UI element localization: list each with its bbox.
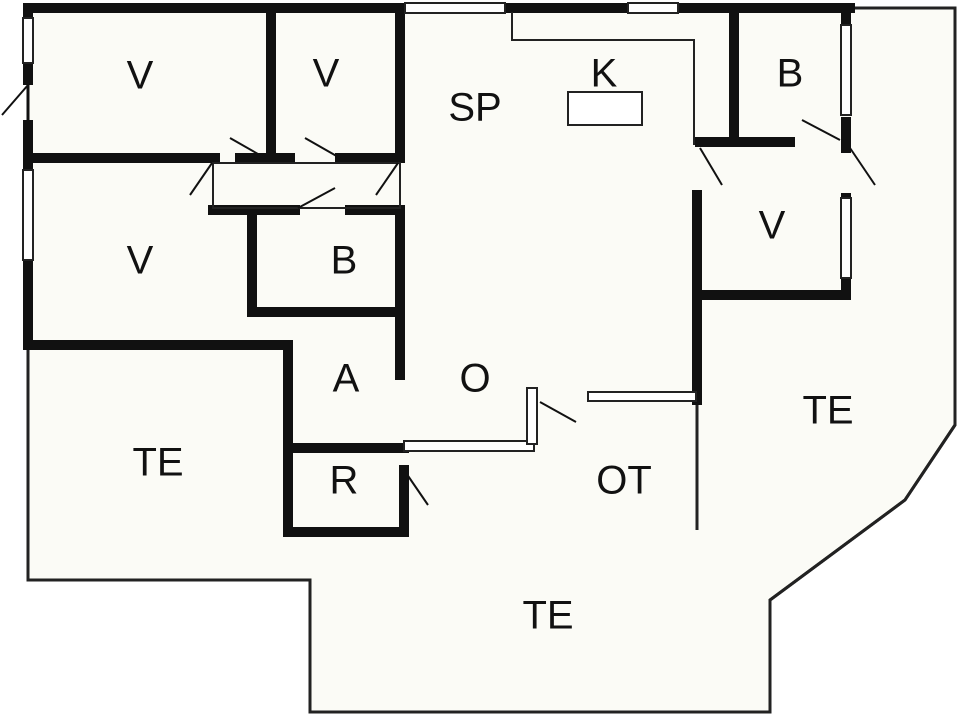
glass-partition bbox=[587, 391, 697, 402]
window bbox=[22, 17, 34, 64]
terrace-left-label: TE bbox=[132, 441, 183, 485]
window bbox=[22, 169, 34, 261]
kitchen-counter bbox=[567, 91, 643, 126]
bath-top-right-label: B bbox=[777, 52, 804, 96]
window bbox=[840, 197, 852, 279]
window bbox=[627, 2, 679, 14]
window bbox=[840, 24, 852, 116]
glass-partition bbox=[403, 440, 535, 452]
terrace-right-label: TE bbox=[802, 389, 853, 433]
hall-label: A bbox=[333, 357, 360, 401]
kitchen-label: K bbox=[591, 52, 618, 96]
bedroom-top-left-label: V bbox=[127, 54, 154, 98]
open-terrace-label: OT bbox=[596, 459, 652, 503]
bedroom-left-label: V bbox=[127, 239, 154, 283]
terrace-bottom-label: TE bbox=[522, 594, 573, 638]
living-label: O bbox=[459, 357, 490, 401]
laundry-label: R bbox=[330, 459, 359, 503]
glass-partition bbox=[526, 387, 538, 445]
terrace-outlines bbox=[26, 6, 957, 714]
bedroom-top-mid-label: V bbox=[313, 52, 340, 96]
dining-label: SP bbox=[448, 86, 501, 130]
window bbox=[404, 2, 506, 14]
bath-mid-label: B bbox=[331, 239, 358, 283]
walls bbox=[23, 3, 855, 537]
door-swings bbox=[1, 84, 876, 506]
thin-lines bbox=[22, 2, 852, 452]
bedroom-right-label: V bbox=[759, 204, 786, 248]
